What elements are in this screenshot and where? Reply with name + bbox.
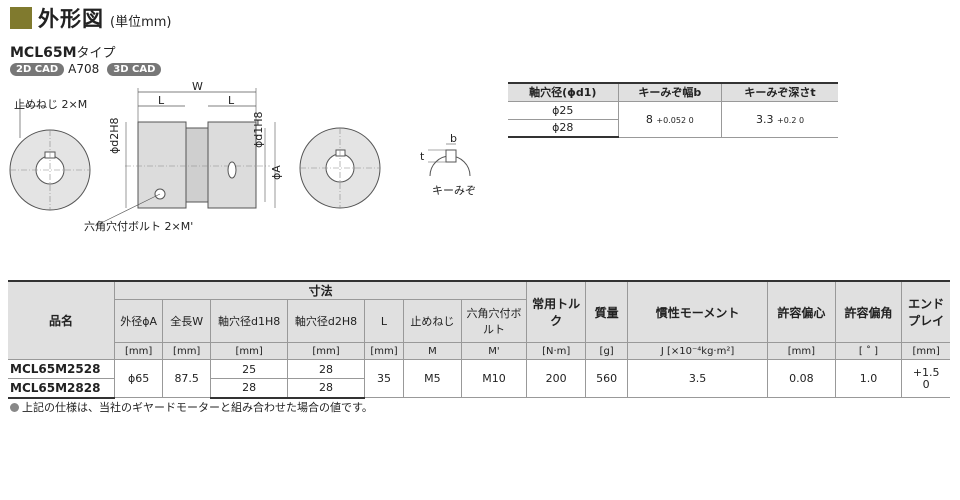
spec-table: 品名 寸法 常用トルク 質量 慣性モーメント 許容偏心 許容偏角 エンドプレイ … bbox=[8, 280, 950, 399]
key-hole-25: ϕ25 bbox=[508, 101, 619, 120]
cell-a: ϕ65 bbox=[114, 359, 164, 398]
col-inertia: 慣性モーメント bbox=[627, 280, 768, 343]
unit-mass: [g] bbox=[585, 342, 629, 360]
sub-d1: 軸穴径d1H8 bbox=[210, 299, 289, 343]
cell-d2: 28 bbox=[287, 359, 365, 379]
cell-ecc: 0.08 bbox=[766, 359, 836, 398]
cell-torque: 200 bbox=[526, 359, 587, 398]
key-hole-28: ϕ28 bbox=[508, 119, 619, 138]
keyway-table: 軸穴径(ϕd1) キーみぞ幅b キーみぞ深さt ϕ25 8 +0.052 0 3… bbox=[508, 82, 838, 138]
footnote-text: 上記の仕様は、当社のギヤードモーターと組み合わせた場合の値です。 bbox=[22, 401, 373, 414]
cad-2d-code: A708 bbox=[68, 62, 100, 76]
endplay-plus: +1.5 bbox=[912, 365, 940, 379]
col-eccentricity: 許容偏心 bbox=[766, 280, 836, 343]
dim-w: W bbox=[192, 80, 203, 93]
key-col-width: キーみぞ幅b bbox=[617, 82, 722, 102]
unit-torque: [N·m] bbox=[526, 342, 587, 360]
table-row: ϕ25 8 +0.052 0 3.3 +0.2 0 bbox=[508, 101, 838, 138]
key-width-tol: +0.052 0 bbox=[656, 115, 694, 125]
key-depth-base: 3.3 bbox=[756, 112, 774, 126]
unit-label: (単位mm) bbox=[110, 14, 172, 30]
table-row: ϕ28 bbox=[508, 119, 838, 138]
cell-d1: 25 bbox=[210, 359, 289, 379]
unit-m: M bbox=[403, 342, 462, 360]
page-title: 外形図 bbox=[38, 7, 104, 31]
unit-l: [mm] bbox=[363, 342, 405, 360]
table-row: MCL65M2528 ϕ65 87.5 25 28 35 M5 M10 200 … bbox=[8, 359, 950, 398]
table-row: MCL65M2828 28 28 bbox=[8, 378, 950, 399]
sub-a: 外径ϕA bbox=[114, 299, 164, 343]
dim-l-left: L bbox=[158, 94, 165, 107]
cell-d2: 28 bbox=[287, 378, 365, 399]
key-width-cell: 8 +0.052 0 bbox=[617, 101, 722, 138]
col-torque: 常用トルク bbox=[526, 280, 587, 343]
cell-mass: 560 bbox=[585, 359, 629, 398]
outline-drawing: 止めねじ 2×M W L L ϕd2H8 ϕd1H8 ϕA 六角穴付ボルト 2×… bbox=[9, 80, 476, 233]
unit-a: [mm] bbox=[114, 342, 164, 360]
unit-inertia: J [×10⁻⁴kg·m²] bbox=[627, 342, 768, 360]
page-header: 外形図 (単位mm) bbox=[10, 4, 171, 32]
dim-d2: ϕd2H8 bbox=[108, 117, 121, 154]
key-groove-label: キーみぞ bbox=[432, 184, 476, 197]
dim-t: t bbox=[420, 150, 425, 163]
key-depth-cell: 3.3 +0.2 0 bbox=[721, 101, 838, 138]
unit-ecc: [mm] bbox=[766, 342, 836, 360]
sub-hex-bolt: 六角穴付ボルト bbox=[460, 299, 527, 343]
cad-2d-button[interactable]: 2D CAD bbox=[10, 62, 65, 76]
unit-mp: M' bbox=[460, 342, 528, 360]
stop-screw-label: 止めねじ 2×M bbox=[14, 98, 87, 111]
dim-a: ϕA bbox=[270, 165, 283, 180]
col-dims: 寸法 bbox=[114, 280, 528, 300]
col-angular: 許容偏角 bbox=[834, 280, 903, 343]
header-marker bbox=[10, 7, 32, 29]
cell-l: 35 bbox=[363, 359, 405, 398]
dim-b: b bbox=[450, 132, 457, 145]
unit-w: [mm] bbox=[162, 342, 212, 360]
cad-links: 2D CAD A708 3D CAD bbox=[10, 62, 165, 76]
cell-w: 87.5 bbox=[162, 359, 212, 398]
product-name: MCL65M2528 bbox=[8, 359, 116, 379]
hex-bolt-label: 六角穴付ボルト 2×M' bbox=[84, 219, 193, 233]
dim-l-right: L bbox=[228, 94, 235, 107]
cad-3d-button[interactable]: 3D CAD bbox=[107, 62, 162, 76]
sub-l: L bbox=[363, 299, 405, 343]
product-name: MCL65M2828 bbox=[8, 378, 116, 399]
key-col-depth: キーみぞ深さt bbox=[721, 82, 838, 102]
model-label: MCL65Mタイプ bbox=[10, 42, 116, 61]
bullet-icon bbox=[10, 402, 19, 412]
cell-m: M5 bbox=[403, 359, 462, 398]
cell-d1: 28 bbox=[210, 378, 289, 399]
sub-stop-screw: 止めねじ bbox=[403, 299, 462, 343]
model-code: MCL65M bbox=[10, 45, 77, 61]
dim-d1: ϕd1H8 bbox=[252, 111, 265, 148]
unit-d1: [mm] bbox=[210, 342, 289, 360]
end-view-left bbox=[9, 105, 91, 211]
footnote: 上記の仕様は、当社のギヤードモーターと組み合わせた場合の値です。 bbox=[10, 399, 373, 415]
sub-w: 全長W bbox=[162, 299, 212, 343]
col-mass: 質量 bbox=[585, 280, 629, 343]
key-depth-tol: +0.2 0 bbox=[777, 115, 805, 125]
cell-endplay: +1.5 0 bbox=[901, 359, 950, 398]
end-view-right bbox=[299, 127, 381, 209]
sub-d2: 軸穴径d2H8 bbox=[287, 299, 365, 343]
unit-ang: [ ˚ ] bbox=[834, 342, 903, 360]
cell-mp: M10 bbox=[460, 359, 528, 398]
keyway-detail bbox=[428, 143, 471, 177]
col-endplay: エンドプレイ bbox=[901, 280, 950, 343]
unit-d2: [mm] bbox=[287, 342, 365, 360]
cell-ang: 1.0 bbox=[834, 359, 903, 398]
cell-inertia: 3.5 bbox=[627, 359, 768, 398]
col-name: 品名 bbox=[8, 280, 116, 360]
key-width-base: 8 bbox=[645, 112, 653, 126]
endplay-minus: 0 bbox=[922, 377, 930, 391]
key-col-hole: 軸穴径(ϕd1) bbox=[508, 82, 619, 102]
model-suffix: タイプ bbox=[76, 46, 116, 61]
side-view bbox=[94, 88, 276, 227]
unit-end: [mm] bbox=[901, 342, 950, 360]
